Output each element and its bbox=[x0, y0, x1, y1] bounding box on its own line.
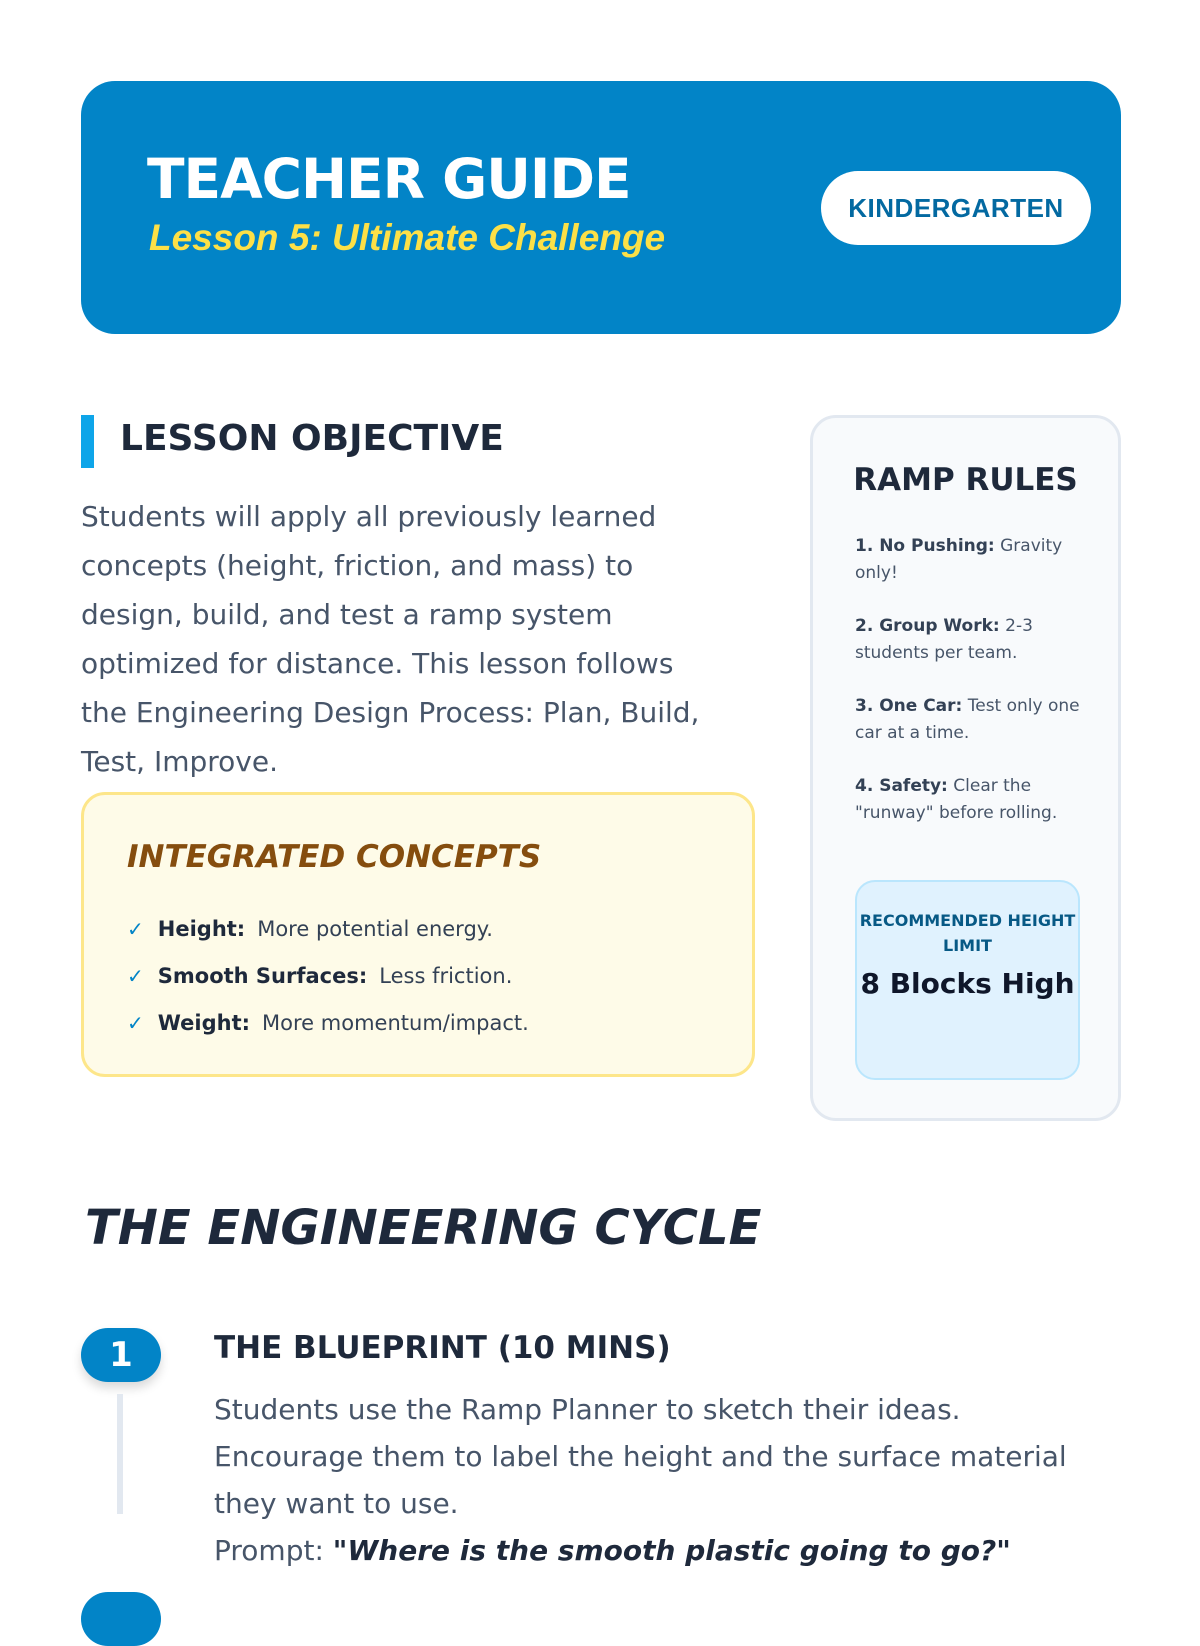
concepts-heading: INTEGRATED CONCEPTS bbox=[127, 839, 542, 875]
rule-text: Test only one car at a time. bbox=[855, 696, 1080, 743]
rule-label: 4. Safety: bbox=[855, 776, 948, 796]
concept-label: Smooth Surfaces: bbox=[157, 963, 368, 988]
page-title: TEACHER GUIDE bbox=[147, 147, 632, 211]
lesson-subtitle: Lesson 5: Ultimate Challenge bbox=[149, 217, 666, 258]
rule-text: 2-3 students per team. bbox=[855, 616, 1033, 663]
height-limit-value: 8 Blocks High bbox=[860, 967, 1075, 1000]
section-accent-bar bbox=[81, 415, 94, 468]
rule-label: 3. One Car: bbox=[855, 696, 963, 716]
step-number-badge: 1 bbox=[81, 1328, 161, 1382]
integrated-concepts-box: INTEGRATED CONCEPTS ✓ Height: More potenti… bbox=[81, 792, 755, 1077]
rules-heading: RAMP RULES bbox=[853, 462, 1078, 498]
rule-text: Clear the "runway" before rolling. bbox=[855, 776, 1058, 823]
list-item: ✓ Weight: More momentum/impact. bbox=[127, 999, 529, 1046]
concept-text: More potential energy. bbox=[257, 916, 493, 941]
grade-badge: KINDERGARTEN bbox=[821, 171, 1091, 245]
check-icon: ✓ bbox=[127, 916, 144, 941]
concept-label: Height: bbox=[157, 916, 246, 941]
concept-text: Less friction. bbox=[379, 963, 513, 988]
list-item: ✓ Height: More potential energy. bbox=[127, 905, 529, 952]
timeline-line bbox=[117, 1394, 123, 1514]
check-icon: ✓ bbox=[127, 1010, 144, 1035]
rule-text: Gravity only! bbox=[855, 536, 1063, 583]
rule-label: 2. Group Work: bbox=[855, 616, 1000, 636]
objective-heading: LESSON OBJECTIVE bbox=[120, 418, 504, 459]
rule-item: 4. Safety: Clear the "runway" before rol… bbox=[855, 773, 1095, 827]
prompt-label: Prompt: bbox=[214, 1534, 324, 1567]
header-banner: TEACHER GUIDE Lesson 5: Ultimate Challen… bbox=[81, 81, 1121, 334]
height-limit-label: RECOMMENDED HEIGHT LIMIT bbox=[859, 911, 1076, 955]
objective-text: Students will apply all previously learn… bbox=[81, 500, 700, 778]
step-number-badge-next bbox=[81, 1592, 161, 1646]
step-description: Students use the Ramp Planner to sketch … bbox=[214, 1393, 1067, 1520]
height-limit-box: RECOMMENDED HEIGHT LIMIT 8 Blocks High bbox=[855, 880, 1080, 1080]
concept-label: Weight: bbox=[157, 1010, 251, 1035]
rule-item: 2. Group Work: 2-3 students per team. bbox=[855, 613, 1095, 667]
rule-item: 3. One Car: Test only one car at a time. bbox=[855, 693, 1095, 747]
cycle-heading: THE ENGINEERING CYCLE bbox=[85, 1200, 762, 1256]
step-text: Students use the Ramp Planner to sketch … bbox=[214, 1386, 1114, 1574]
rule-item: 1. No Pushing: Gravity only! bbox=[855, 533, 1095, 587]
step-title: THE BLUEPRINT (10 MINS) bbox=[214, 1330, 671, 1366]
ramp-rules-card: RAMP RULES 1. No Pushing: Gravity only! … bbox=[810, 415, 1121, 1121]
concept-text: More momentum/impact. bbox=[262, 1010, 529, 1035]
check-icon: ✓ bbox=[127, 963, 144, 988]
rule-label: 1. No Pushing: bbox=[855, 536, 995, 556]
list-item: ✓ Smooth Surfaces: Less friction. bbox=[127, 952, 529, 999]
prompt-quote: "Where is the smooth plastic going to go… bbox=[332, 1534, 1011, 1567]
